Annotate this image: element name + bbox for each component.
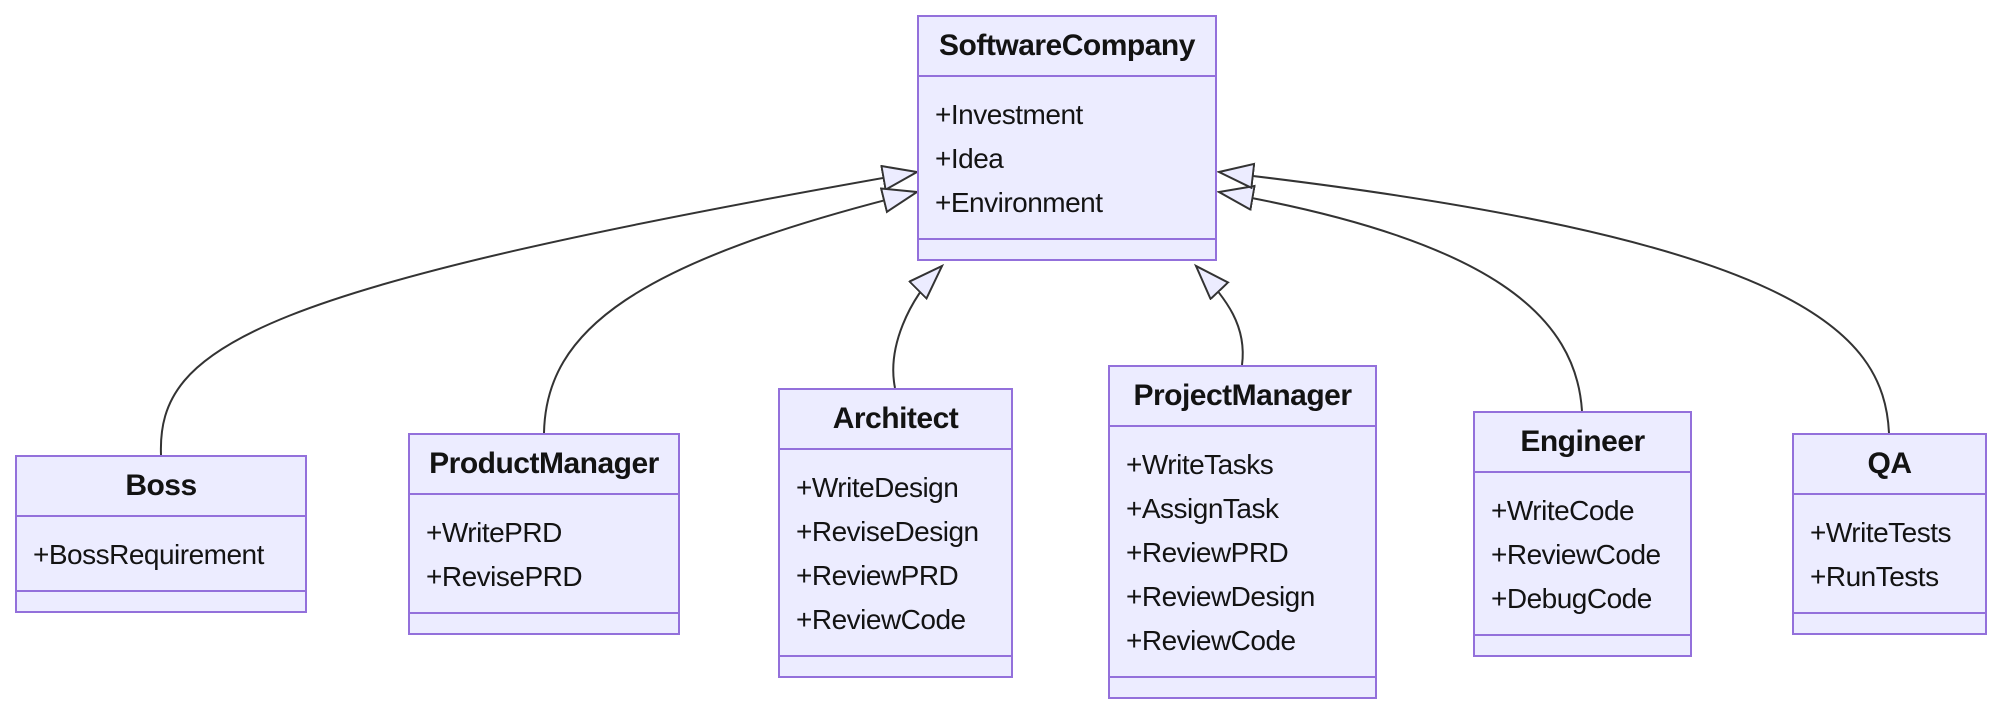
class-member: +ReviewCode bbox=[796, 604, 966, 635]
class-methods-empty bbox=[1794, 612, 1985, 633]
class-title: SoftwareCompany bbox=[939, 29, 1195, 62]
edge-engineer-to-softwarecompany bbox=[1219, 192, 1583, 412]
class-methods-empty bbox=[780, 655, 1011, 676]
class-qa: QA +WriteTests +RunTests bbox=[1792, 433, 1987, 635]
class-member: +WritePRD bbox=[426, 517, 562, 548]
class-title: Engineer bbox=[1520, 425, 1645, 458]
class-attributes: +WriteTasks +AssignTask +ReviewPRD +ReviewD… bbox=[1110, 425, 1375, 676]
class-attributes: +WriteCode +ReviewCode +DebugCode bbox=[1475, 471, 1690, 634]
class-architect: Architect +WriteDesign +ReviseDesign +Revi… bbox=[778, 388, 1013, 678]
edge-productmanager-to-softwarecompany bbox=[543, 192, 917, 434]
class-productmanager: ProductManager +WritePRD +RevisePRD bbox=[408, 433, 680, 635]
class-title: ProjectManager bbox=[1133, 379, 1352, 412]
class-member: +RunTests bbox=[1810, 561, 1939, 592]
class-member: +ReviewDesign bbox=[1126, 581, 1315, 612]
class-boss: Boss +BossRequirement bbox=[15, 455, 307, 613]
class-member: +RevisePRD bbox=[426, 561, 583, 592]
edge-qa-to-softwarecompany bbox=[1219, 172, 1890, 434]
class-attributes: +WriteDesign +ReviseDesign +ReviewPRD +Revi… bbox=[780, 448, 1011, 655]
class-member: +ReviewCode bbox=[1126, 625, 1296, 656]
class-title: ProductManager bbox=[429, 447, 659, 480]
class-title: Boss bbox=[125, 469, 197, 502]
class-member: +AssignTask bbox=[1126, 493, 1279, 524]
class-methods-empty bbox=[1475, 634, 1690, 655]
edge-boss-to-softwarecompany bbox=[159, 172, 917, 456]
class-member: +WriteDesign bbox=[796, 472, 959, 503]
class-attributes: +WritePRD +RevisePRD bbox=[410, 493, 678, 612]
class-attributes: +WriteTests +RunTests bbox=[1794, 493, 1985, 612]
class-methods-empty bbox=[1110, 676, 1375, 697]
class-member: +WriteCode bbox=[1491, 495, 1635, 526]
class-member: +ReviewPRD bbox=[796, 560, 959, 591]
class-softwarecompany: SoftwareCompany +Investment +Idea +Environ… bbox=[917, 15, 1217, 261]
class-member: +WriteTests bbox=[1810, 517, 1952, 548]
class-member: +ReviseDesign bbox=[796, 516, 979, 547]
class-member: +Investment bbox=[935, 99, 1083, 130]
class-member: +BossRequirement bbox=[33, 539, 264, 570]
edge-architect-to-softwarecompany bbox=[892, 266, 942, 389]
class-member: +ReviewCode bbox=[1491, 539, 1661, 570]
class-methods-empty bbox=[410, 612, 678, 633]
class-member: +WriteTasks bbox=[1126, 449, 1274, 480]
edge-projectmanager-to-softwarecompany bbox=[1196, 266, 1244, 366]
class-projectmanager: ProjectManager +WriteTasks +AssignTask +Re… bbox=[1108, 365, 1377, 699]
class-member: +Idea bbox=[935, 143, 1004, 174]
class-attributes: +BossRequirement bbox=[17, 515, 305, 590]
class-member: +ReviewPRD bbox=[1126, 537, 1289, 568]
class-title: QA bbox=[1867, 447, 1913, 480]
class-engineer: Engineer +WriteCode +ReviewCode +DebugCode bbox=[1473, 411, 1692, 657]
class-methods-empty bbox=[17, 590, 305, 611]
class-member: +DebugCode bbox=[1491, 583, 1652, 614]
class-title: Architect bbox=[832, 402, 959, 435]
class-member: +Environment bbox=[935, 187, 1103, 218]
class-methods-empty bbox=[919, 238, 1215, 259]
class-attributes: +Investment +Idea +Environment bbox=[919, 75, 1215, 238]
